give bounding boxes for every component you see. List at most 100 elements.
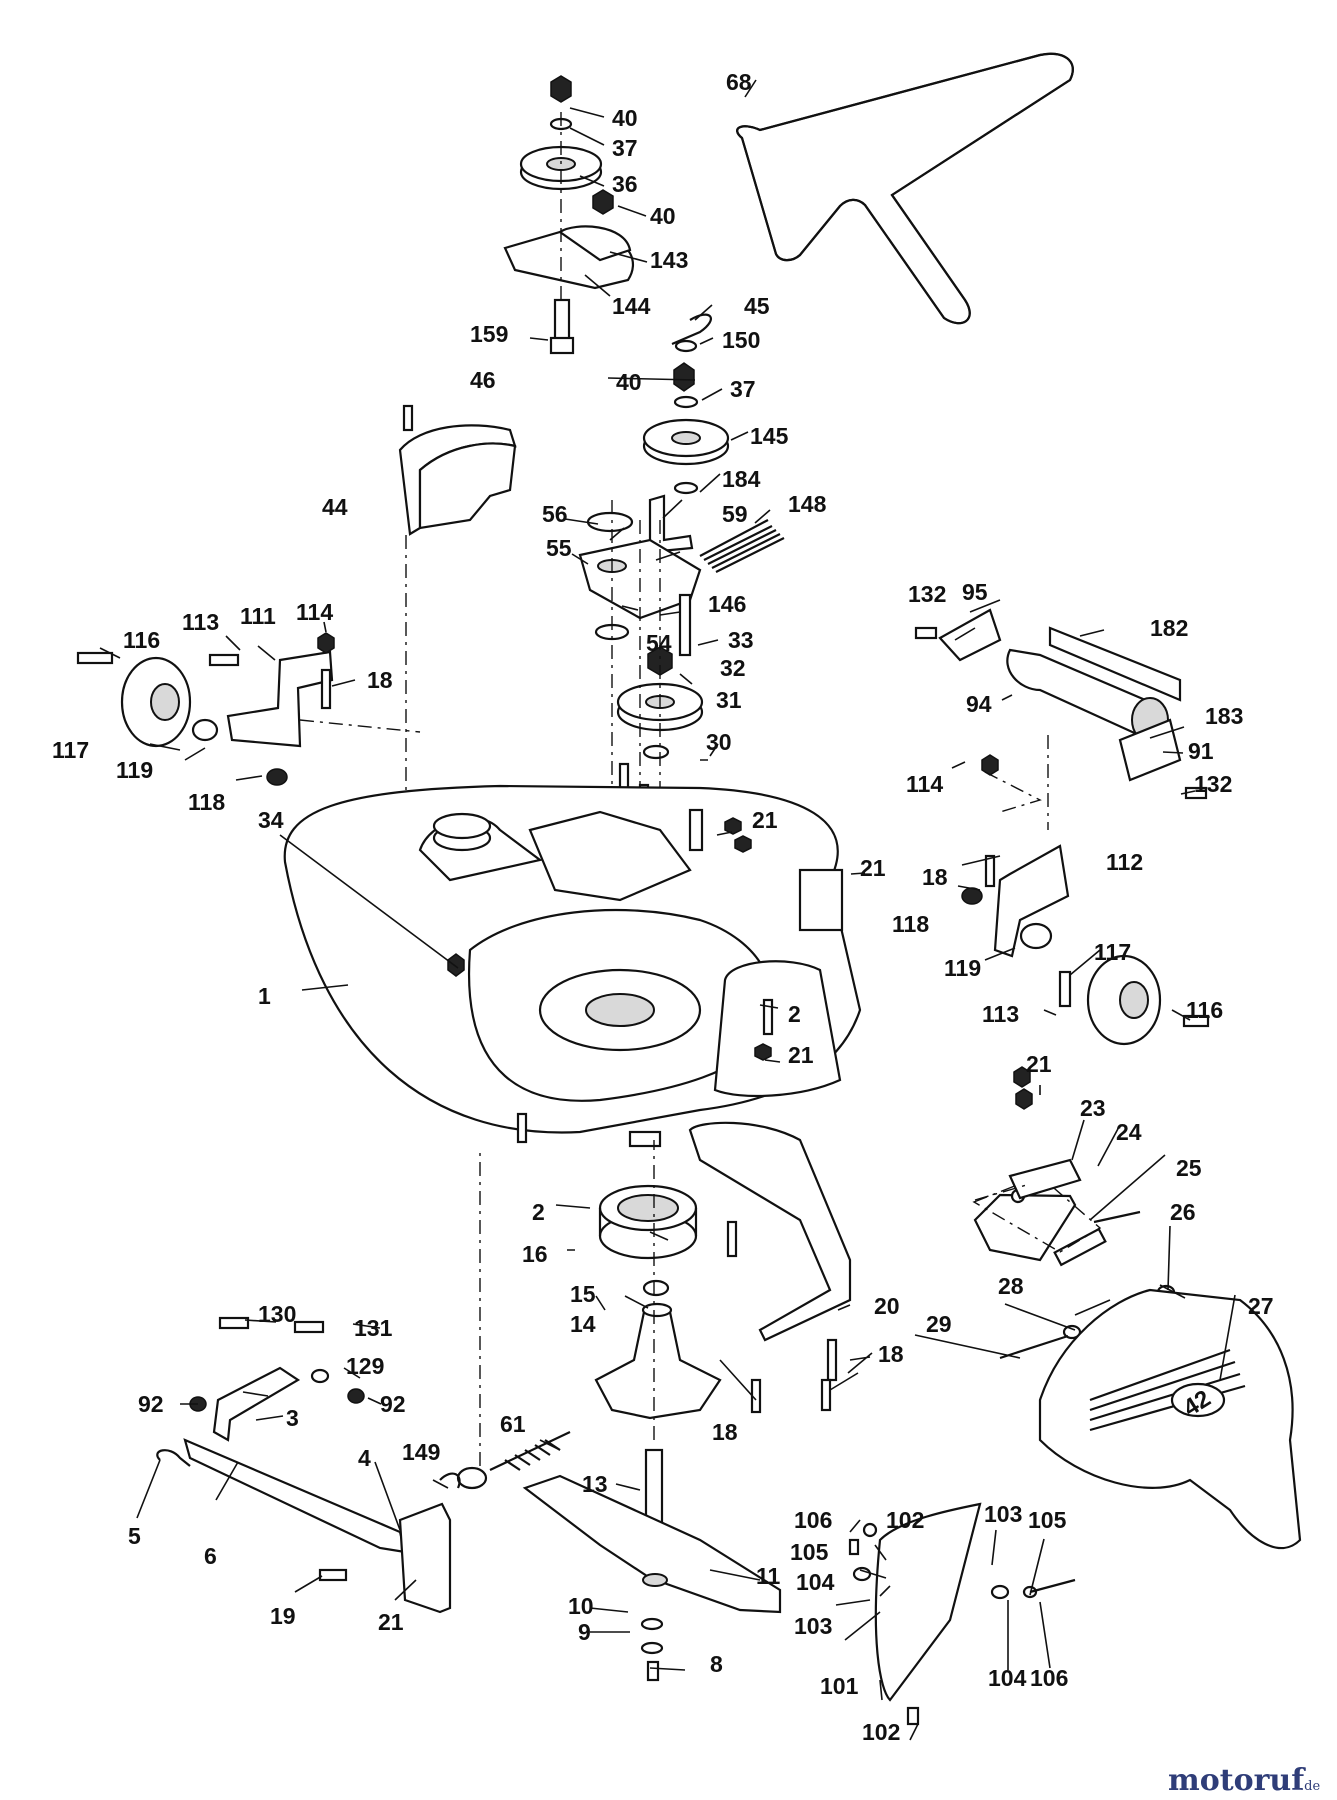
part-label-129: 129 [346,1353,384,1379]
drive-belt [736,52,1074,325]
part-label-44: 44 [322,494,348,520]
part-label-114: 114 [906,771,943,797]
watermark-tld: .de [1300,1779,1320,1794]
part-label-105: 105 [1028,1507,1067,1533]
part-label-21: 21 [860,855,886,881]
part-label-68: 68 [726,69,752,95]
part-label-111: 111 [240,603,276,629]
part-label-24: 24 [1116,1119,1142,1145]
part-label-36: 36 [612,171,638,197]
part-label-27: 27 [1248,1293,1274,1319]
part-label-119: 119 [944,955,981,981]
part-label-46: 46 [470,367,496,393]
part-label-114: 114 [296,599,333,625]
part-label-21: 21 [378,1609,404,1635]
discharge-chute [972,1066,1302,1550]
chute-deflector [848,1502,1076,1726]
lift-linkage [156,1150,571,1614]
part-label-26: 26 [1170,1199,1196,1225]
left-gauge-wheel-assembly [76,632,421,786]
part-label-143: 143 [650,247,688,273]
part-label-104: 104 [796,1569,835,1595]
part-label-55: 55 [546,535,572,561]
part-label-21: 21 [1026,1051,1052,1077]
part-label-29: 29 [926,1311,952,1337]
part-label-118: 118 [188,789,225,815]
part-label-40: 40 [616,369,642,395]
part-label-30: 30 [706,729,732,755]
part-label-56: 56 [542,501,568,527]
part-label-112: 112 [1106,849,1143,875]
part-label-132: 132 [908,581,946,607]
part-label-37: 37 [730,376,756,402]
part-label-18: 18 [712,1419,738,1445]
part-label-148: 148 [788,491,827,517]
part-label-2: 2 [788,1001,801,1027]
part-label-130: 130 [258,1301,296,1327]
part-label-159: 159 [470,321,508,347]
part-label-9: 9 [578,1619,591,1645]
part-label-117: 117 [1094,939,1131,965]
part-label-3: 3 [286,1405,299,1431]
part-label-16: 16 [522,1241,548,1267]
part-label-1: 1 [258,983,271,1009]
part-label-14: 14 [570,1311,596,1337]
part-label-103: 103 [794,1613,832,1639]
part-label-25: 25 [1176,1155,1202,1181]
roller-assembly [914,608,1208,800]
mower-blade [522,1474,782,1682]
part-label-19: 19 [270,1603,296,1629]
part-label-34: 34 [258,807,284,833]
part-label-6: 6 [204,1543,217,1569]
part-label-150: 150 [722,327,760,353]
part-label-18: 18 [922,864,948,890]
part-label-59: 59 [722,501,748,527]
blade-spindle-assembly [594,1121,852,1568]
part-label-117: 117 [52,737,89,763]
part-label-8: 8 [710,1651,723,1677]
part-label-31: 31 [716,687,742,713]
part-label-102: 102 [862,1719,900,1745]
part-label-106: 106 [794,1507,832,1533]
part-label-11: 11 [756,1563,781,1589]
part-label-104: 104 [988,1665,1027,1691]
part-label-102: 102 [886,1507,924,1533]
part-label-105: 105 [790,1539,829,1565]
part-label-106: 106 [1030,1665,1068,1691]
watermark-text: motoruf [1168,1763,1306,1798]
part-label-118: 118 [892,911,929,937]
part-label-145: 145 [750,423,789,449]
mower-deck [283,784,862,1148]
part-label-101: 101 [820,1673,859,1699]
part-label-33: 33 [728,627,754,653]
part-label-119: 119 [116,757,153,783]
part-label-15: 15 [570,1281,596,1307]
part-label-146: 146 [708,591,746,617]
part-label-40: 40 [612,105,638,131]
part-label-116: 116 [1186,997,1223,1023]
part-label-20: 20 [874,1293,900,1319]
part-label-5: 5 [128,1523,141,1549]
chute-spring-bracket [974,1088,1141,1224]
part-label-95: 95 [962,579,988,605]
part-number-labels: 68 40 37 36 40 143 144 159 45 150 40 37 … [52,69,1274,1745]
part-label-21: 21 [788,1042,814,1068]
part-label-32: 32 [720,655,746,681]
part-label-10: 10 [568,1593,594,1619]
part-label-144: 144 [612,293,651,319]
part-label-131: 131 [354,1315,393,1341]
part-label-92: 92 [138,1391,164,1417]
part-label-21: 21 [752,807,778,833]
part-label-91: 91 [1188,738,1214,764]
part-label-37: 37 [612,135,638,161]
part-label-184: 184 [722,466,761,492]
part-label-103: 103 [984,1501,1022,1527]
part-label-182: 182 [1150,615,1188,641]
part-label-61: 61 [500,1411,526,1437]
part-label-28: 28 [998,1273,1024,1299]
part-label-132: 132 [1194,771,1232,797]
part-label-113: 113 [182,609,219,635]
part-label-23: 23 [1080,1095,1106,1121]
part-label-54: 54 [646,630,672,656]
